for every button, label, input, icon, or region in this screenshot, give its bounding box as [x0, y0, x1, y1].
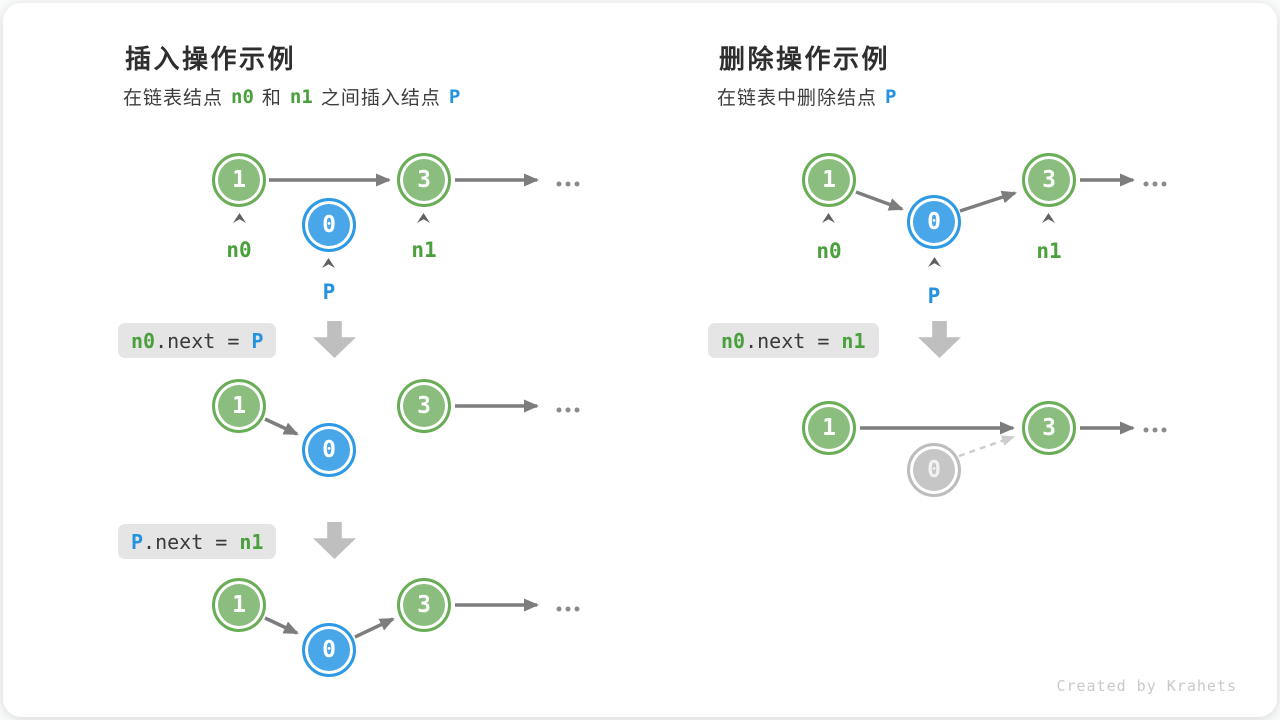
node-value: 0 [322, 437, 336, 463]
node-value: 0 [927, 209, 941, 235]
subtitle-text: 之间插入结点 [320, 88, 441, 109]
node-circle-0: 0 [302, 198, 356, 252]
code-rhs: n1 [841, 328, 866, 353]
connector-arrows-svg [264, 173, 1135, 639]
code-mid: .next = [143, 529, 240, 554]
pointer-label-p: P [322, 280, 336, 304]
pointer-caret-icon [928, 257, 941, 267]
ellipsis-icon [556, 407, 580, 413]
watermark: Created by Krahets [1056, 677, 1237, 695]
node-circle-0: 0 [907, 195, 961, 249]
code-annotation: n0.next = n1 [708, 323, 879, 358]
pointer-caret-icon [233, 213, 246, 223]
code-annotation: n0.next = P [118, 323, 277, 358]
node-value: 3 [417, 167, 431, 193]
token-p: P [885, 85, 897, 108]
insert-panel-title: 插入操作示例 [125, 44, 297, 74]
ellipsis-icon [1143, 427, 1167, 433]
ellipsis-icon [556, 181, 580, 187]
insert-panel-subtitle: 在链表结点 n0 和 n1 之间插入结点 P [123, 83, 468, 110]
node-circle-3: 3 [397, 578, 451, 632]
pointer-caret-icon [322, 258, 335, 268]
code-annotation: P.next = n1 [118, 524, 277, 559]
node-value: 0 [322, 212, 336, 238]
ellipsis-icon [1143, 181, 1167, 187]
pointer-label-p: P [927, 284, 941, 308]
node-circle-0: 0 [302, 623, 356, 677]
node-circle-1: 1 [212, 578, 266, 632]
node-circle-1: 1 [802, 401, 856, 455]
code-rhs: P [251, 328, 264, 353]
code-mid: .next = [155, 328, 252, 353]
code-mid: .next = [745, 328, 842, 353]
token-p: P [448, 85, 461, 108]
node-circle-3: 3 [1022, 153, 1076, 207]
node-circle-1: 1 [212, 153, 266, 207]
node-value: 1 [232, 592, 246, 618]
code-lhs: n0 [721, 328, 746, 353]
node-value: 1 [232, 167, 246, 193]
node-value: 1 [232, 393, 246, 419]
pointer-label-n1: n1 [411, 238, 437, 262]
down-arrow-icon [313, 522, 356, 559]
subtitle-text: 在链表中删除结点 [717, 88, 878, 109]
node-value: 1 [822, 415, 836, 441]
delete-panel-title: 删除操作示例 [719, 44, 891, 74]
diagram-card: 插入操作示例 在链表结点 n0 和 n1 之间插入结点 P 1 3 0 n0 P… [3, 3, 1277, 717]
pointer-caret-icon [417, 213, 430, 223]
ellipsis-icon [556, 606, 580, 612]
code-lhs: P [131, 529, 144, 554]
node-value: 0 [322, 637, 336, 663]
pointer-caret-icon [1042, 213, 1055, 223]
node-circle-3: 3 [1022, 401, 1076, 455]
subtitle-text: 在链表结点 [123, 88, 224, 109]
node-circle-1: 1 [802, 153, 856, 207]
pointer-label-n1: n1 [1036, 239, 1062, 263]
subtitle-text: 和 [261, 88, 282, 109]
node-value: 3 [1042, 415, 1056, 441]
pointer-label-n0: n0 [226, 238, 252, 262]
code-rhs: n1 [239, 529, 264, 554]
node-value: 0 [927, 457, 941, 483]
node-circle-removed: 0 [907, 443, 961, 497]
pointer-label-n0: n0 [816, 239, 842, 263]
code-lhs: n0 [131, 328, 156, 353]
node-circle-3: 3 [397, 379, 451, 433]
node-value: 3 [417, 592, 431, 618]
node-value: 3 [1042, 167, 1056, 193]
pointer-caret-icon [822, 213, 835, 223]
token-n1: n1 [289, 85, 313, 108]
down-arrow-icon [918, 321, 961, 358]
token-n0: n0 [231, 85, 254, 108]
node-circle-1: 1 [212, 379, 266, 433]
node-value: 3 [417, 393, 431, 419]
node-value: 1 [822, 167, 836, 193]
down-arrow-icon [313, 321, 356, 358]
node-circle-3: 3 [397, 153, 451, 207]
delete-panel-subtitle: 在链表中删除结点 P [717, 83, 904, 110]
node-circle-0: 0 [302, 423, 356, 477]
